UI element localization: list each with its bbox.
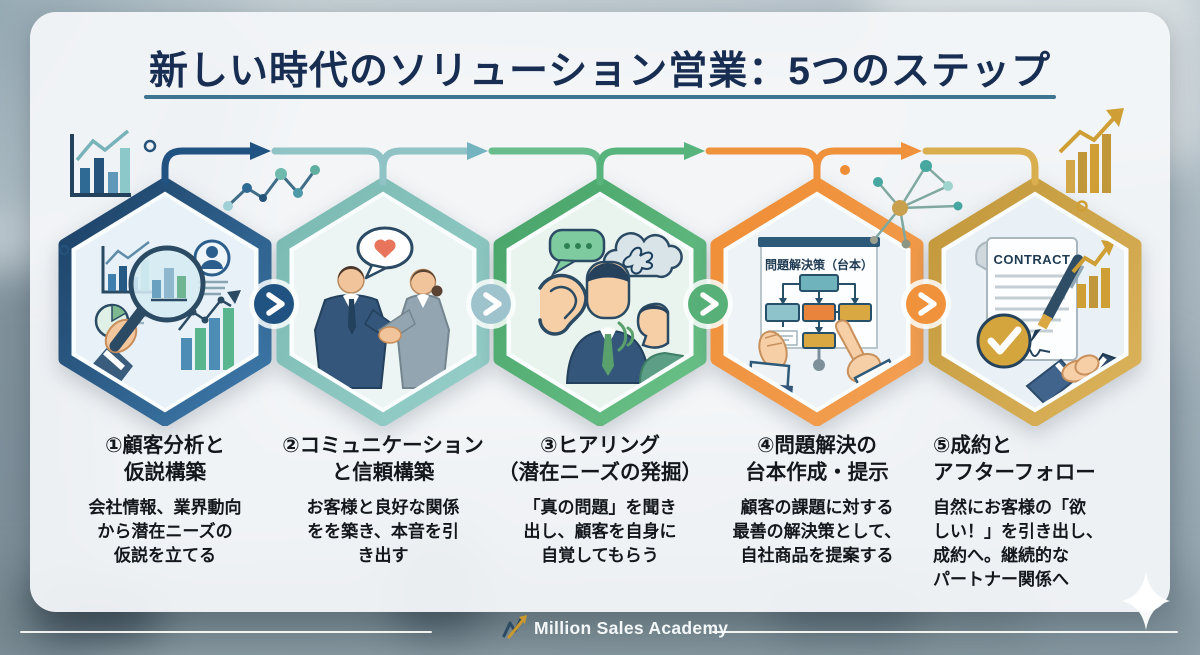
dots-speech-bubble-icon bbox=[548, 228, 606, 277]
step4-label: ④問題解決の 台本作成・提示 顧客の課題に対する 最善の解決策として、 自社商品… bbox=[705, 433, 929, 568]
heart-speech-bubble-icon bbox=[356, 226, 414, 280]
flowchart-icon bbox=[765, 274, 872, 349]
step2-label: ②コミュニケーション と信頼構築 お客様と良好な関係 をを築き、本音を引 き出す bbox=[271, 433, 495, 568]
growth-bars-gold-icon bbox=[1071, 240, 1115, 308]
listener-figure bbox=[565, 260, 651, 384]
step5-label: ⑤成約と アフターフォロー 自然にお客様の「欲 しい！」を引き出し、 成約へ。継… bbox=[925, 433, 1161, 591]
customer-analysis-magnifier-icon bbox=[58, 178, 272, 426]
contract-label-text: CONTRACT bbox=[994, 252, 1071, 267]
footer-divider-right bbox=[712, 631, 1178, 633]
title-underline bbox=[144, 95, 1056, 99]
step4-heading: ④問題解決の 台本作成・提示 bbox=[745, 434, 889, 484]
step4-description: 顧客の課題に対する 最善の解決策として、 自社商品を提案する bbox=[732, 498, 902, 565]
sound-waves-icon bbox=[617, 321, 635, 352]
flipchart-board-icon: 問題解決策（台本） bbox=[758, 237, 880, 371]
step3-description: 「真の問題」を聞き 出し、顧客を自身に 自覚してもらう bbox=[523, 498, 677, 565]
handshake-trust-icon bbox=[276, 178, 490, 426]
check-circle-icon bbox=[976, 313, 1032, 369]
board-title-text: 問題解決策（台本） bbox=[765, 257, 873, 272]
step1-label: ①顧客分析と 仮説構築 会社情報、業界動向 から潜在ニーズの 仮説を立てる bbox=[53, 433, 277, 568]
sparkle-icon bbox=[1122, 572, 1170, 630]
growth-bar-chart-icon bbox=[178, 290, 241, 370]
listening-ear-icon bbox=[493, 178, 707, 426]
step5-heading: ⑤成約と アフターフォロー bbox=[933, 434, 1096, 484]
step2-heading: ②コミュニケーション と信頼構築 bbox=[282, 434, 484, 484]
brand-logo-icon bbox=[502, 615, 527, 639]
brand-name: Million Sales Academy bbox=[534, 618, 729, 638]
step3-label: ③ヒアリング （潜在ニーズの発掘） 「真の問題」を聞き 出し、顧客を自身に 自覚… bbox=[488, 433, 712, 568]
step2-description: お客様と良好な関係 をを築き、本音を引 き出す bbox=[306, 498, 460, 565]
footer-divider-left bbox=[20, 631, 432, 633]
step3-heading: ③ヒアリング （潜在ニーズの発掘） bbox=[498, 434, 702, 484]
handshake-hands-icon bbox=[364, 308, 416, 344]
step5-description: 自然にお客様の「欲 しい！」を引き出し、 成約へ。継続的な パートナー関係へ bbox=[933, 498, 1103, 589]
solution-script-board-icon: 問題解決策（台本） bbox=[710, 178, 924, 426]
ear-icon bbox=[538, 273, 588, 336]
contract-signing-icon: CONTRACT bbox=[928, 178, 1142, 426]
step1-description: 会社情報、業界動向 から潜在ニーズの 仮説を立てる bbox=[88, 498, 242, 565]
page-title: 新しい時代のソリューション営業：5つのステップ bbox=[149, 50, 1051, 93]
step1-heading: ①顧客分析と 仮説構築 bbox=[105, 434, 225, 484]
